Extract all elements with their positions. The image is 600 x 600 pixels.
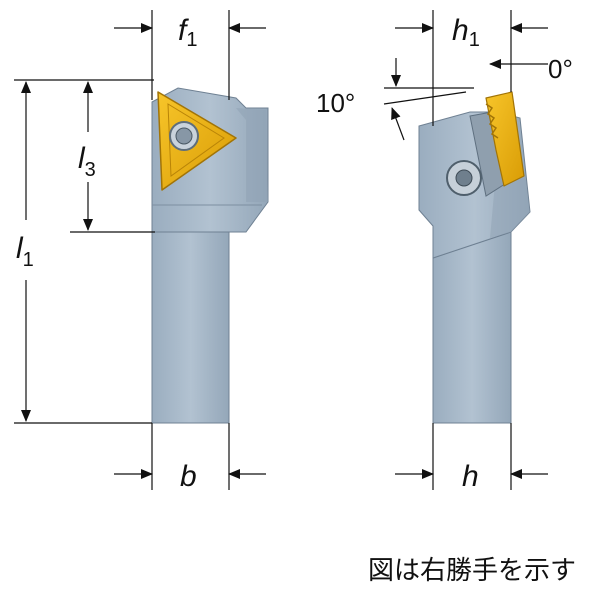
front-view (151, 87, 269, 424)
front-view-insert-screw-inner (175, 127, 193, 145)
f1-label: f1 (178, 14, 197, 51)
caption-right-hand-shown: 図は右勝手を示す (367, 556, 576, 586)
b-label: b (180, 460, 197, 493)
front-view-insert-edge (167, 103, 225, 177)
zero-degree-label: 0° (548, 54, 573, 84)
side-view-clamp-screw-socket (455, 169, 473, 187)
front-view-dimensions (14, 10, 266, 490)
ten-degree-label: 10° (316, 88, 355, 118)
h-label: h (462, 460, 479, 493)
side-view-shank (432, 231, 512, 424)
h1-label: h1 (452, 14, 480, 51)
ten-degree-reference-line-lower (383, 91, 467, 105)
front-view-head-shading (236, 108, 268, 202)
l1-label: l1 (16, 232, 34, 271)
side-view-dimensions (383, 10, 548, 490)
ten-degree-arrow-bottom (391, 107, 405, 141)
front-view-shank (151, 231, 230, 424)
side-view-insert (485, 91, 525, 187)
l3-label: l3 (78, 142, 96, 181)
side-view-insert-teeth (485, 103, 499, 139)
side-view (418, 91, 531, 424)
